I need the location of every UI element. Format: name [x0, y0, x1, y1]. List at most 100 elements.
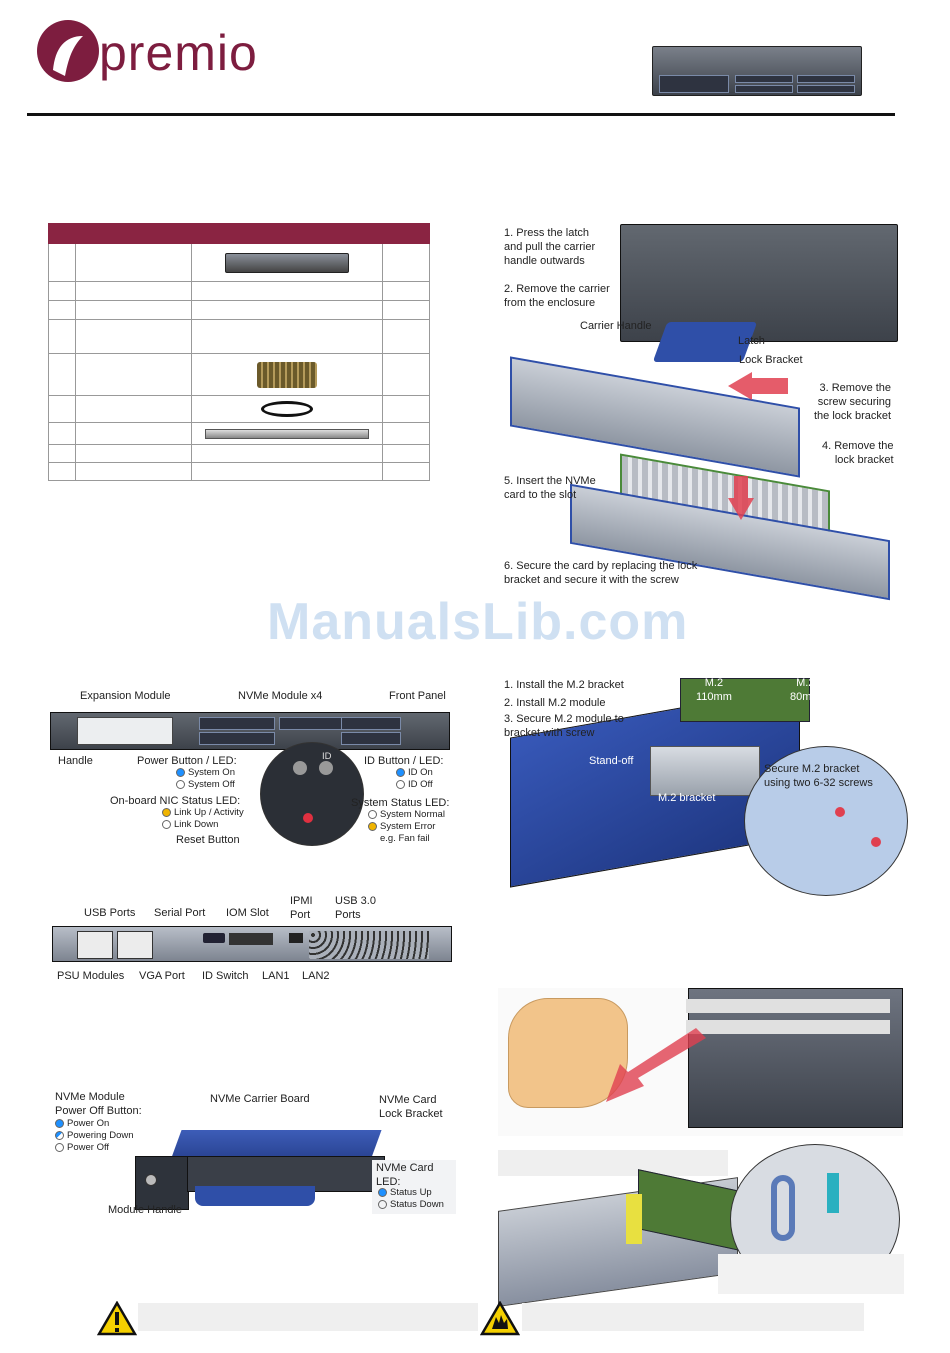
system-off-legend: System Off — [176, 779, 235, 791]
reset-button-label: Reset Button — [176, 834, 240, 846]
blue-led-icon — [176, 767, 185, 777]
psu-modules-label: PSU Modules — [57, 970, 125, 982]
hand-image — [508, 998, 628, 1108]
module-insertion-illustration — [498, 1144, 908, 1307]
module-removal-illustration — [498, 988, 903, 1136]
header-rule — [27, 113, 895, 116]
chassis-image — [620, 224, 898, 342]
link-up-legend: Link Up / Activity — [162, 807, 244, 819]
m2-module-image — [680, 678, 810, 722]
m2-80-label: M.2 80mm — [790, 677, 821, 703]
nvme-module-diagram: NVMe Module Power Off Button: Power On P… — [50, 1090, 460, 1220]
link-down-legend: Link Down — [162, 819, 218, 831]
off-led-icon — [396, 779, 405, 789]
m2-step-2-label: 2. Install M.2 module — [504, 697, 606, 709]
system-normal-legend: System Normal — [368, 809, 445, 821]
m2-step-1-label: 1. Install the M.2 bracket — [504, 679, 624, 691]
lan1-label: LAN1 — [262, 970, 290, 982]
serial-port-label: Serial Port — [154, 907, 206, 919]
rear-panel-image — [52, 926, 452, 962]
module-image — [135, 1126, 390, 1210]
step-4-label: 4. Remove the lock bracket — [822, 440, 894, 466]
expansion-module-label: Expansion Module — [80, 690, 171, 702]
lock-bracket-label: Lock Bracket — [739, 354, 803, 366]
table-row — [48, 319, 430, 354]
handle-label: Handle — [58, 755, 93, 767]
front-panel-label: Front Panel — [389, 690, 446, 702]
arrow-down-icon — [728, 476, 754, 520]
powering-down-legend: Powering Down — [55, 1130, 134, 1142]
brand-logo: premio — [35, 12, 257, 82]
power-off-button-label: NVMe Module Power Off Button: — [55, 1091, 142, 1117]
id-button-label: ID Button / LED: — [364, 755, 444, 767]
brand-name: premio — [99, 25, 258, 81]
blue-led-icon — [396, 767, 405, 777]
off-led-icon — [368, 809, 377, 819]
iom-slot-label: IOM Slot — [226, 907, 269, 919]
rail-image — [205, 428, 369, 439]
premio-swirl-logo — [37, 20, 99, 82]
heatsink-image — [257, 361, 317, 388]
table-row — [48, 395, 430, 423]
parts-table — [48, 223, 430, 481]
lan2-label: LAN2 — [302, 970, 330, 982]
step-2-label: 2. Remove the carrier from the enclosure — [504, 283, 610, 309]
table-row — [48, 353, 430, 396]
nvme-module-x4-label: NVMe Module x4 — [238, 690, 323, 702]
blue-led-icon — [55, 1118, 64, 1128]
vga-port-label: VGA Port — [139, 970, 185, 982]
rear-panel-diagram: USB Ports Serial Port IOM Slot IPMI Port… — [50, 894, 460, 994]
table-row — [48, 281, 430, 301]
latch-label: Latch — [738, 335, 765, 347]
id-switch-label: ID Switch — [202, 970, 249, 982]
table-row — [48, 462, 430, 481]
arrow-icon — [606, 1028, 706, 1102]
power-on-legend: Power On — [55, 1118, 109, 1130]
table-row — [48, 300, 430, 320]
card-led-label: NVMe Card LED: — [376, 1162, 434, 1188]
carrier-board-label: NVMe Carrier Board — [210, 1093, 310, 1105]
module-handle-label: Module Handle — [108, 1204, 182, 1216]
esd-hand-icon — [480, 1301, 520, 1336]
nvme-install-illustration: 1. Press the latch and pull the carrier … — [500, 222, 900, 601]
nic-led-label: On-board NIC Status LED: — [110, 795, 241, 807]
m2-bracket-image — [650, 746, 760, 796]
usb-ports-label: USB Ports — [84, 907, 136, 919]
placeholder-bar — [718, 1254, 904, 1294]
placeholder-bar — [686, 1020, 890, 1034]
table-header-row — [48, 223, 430, 244]
ipmi-port-label: IPMI Port — [290, 895, 313, 921]
amber-led-icon — [368, 821, 377, 831]
standoff-label: Stand-off — [589, 755, 634, 767]
status-up-legend: Status Up — [378, 1187, 432, 1199]
watermark: ManualsLib.com — [267, 593, 689, 651]
arrow-icon — [728, 372, 788, 400]
id-mark-label: ID — [322, 751, 332, 762]
table-row — [48, 444, 430, 463]
step-5-label: 5. Insert the NVMe card to the slot — [504, 475, 596, 501]
m2-110-label: M.2 110mm — [696, 677, 732, 703]
cable-image — [261, 401, 313, 417]
esd-notice — [522, 1303, 864, 1331]
off-led-icon — [176, 779, 185, 789]
blinking-led-icon — [55, 1130, 64, 1140]
table-row — [48, 243, 430, 282]
m2-bracket-zoom — [744, 746, 908, 896]
placeholder-bar — [686, 999, 890, 1013]
off-led-icon — [162, 819, 171, 829]
id-off-legend: ID Off — [396, 779, 433, 791]
table-row — [48, 422, 430, 445]
step-6-label: 6. Secure the card by replacing the lock… — [504, 560, 698, 586]
step-3-label: 3. Remove the screw securing the lock br… — [814, 382, 892, 422]
step-1-label: 1. Press the latch and pull the carrier … — [504, 227, 596, 267]
front-panel-zoom: ID — [260, 742, 364, 846]
front-panel-image — [50, 712, 450, 750]
front-panel-diagram: Expansion Module NVMe Module x4 Front Pa… — [50, 686, 460, 856]
yellow-arrow-icon — [626, 1194, 642, 1244]
off-led-icon — [378, 1199, 387, 1209]
off-led-icon — [55, 1142, 64, 1152]
carrier-handle-label: Carrier Handle — [580, 320, 652, 332]
server-image — [225, 252, 349, 273]
warning-notice — [138, 1303, 478, 1331]
system-error-legend: System Error — [368, 821, 435, 833]
